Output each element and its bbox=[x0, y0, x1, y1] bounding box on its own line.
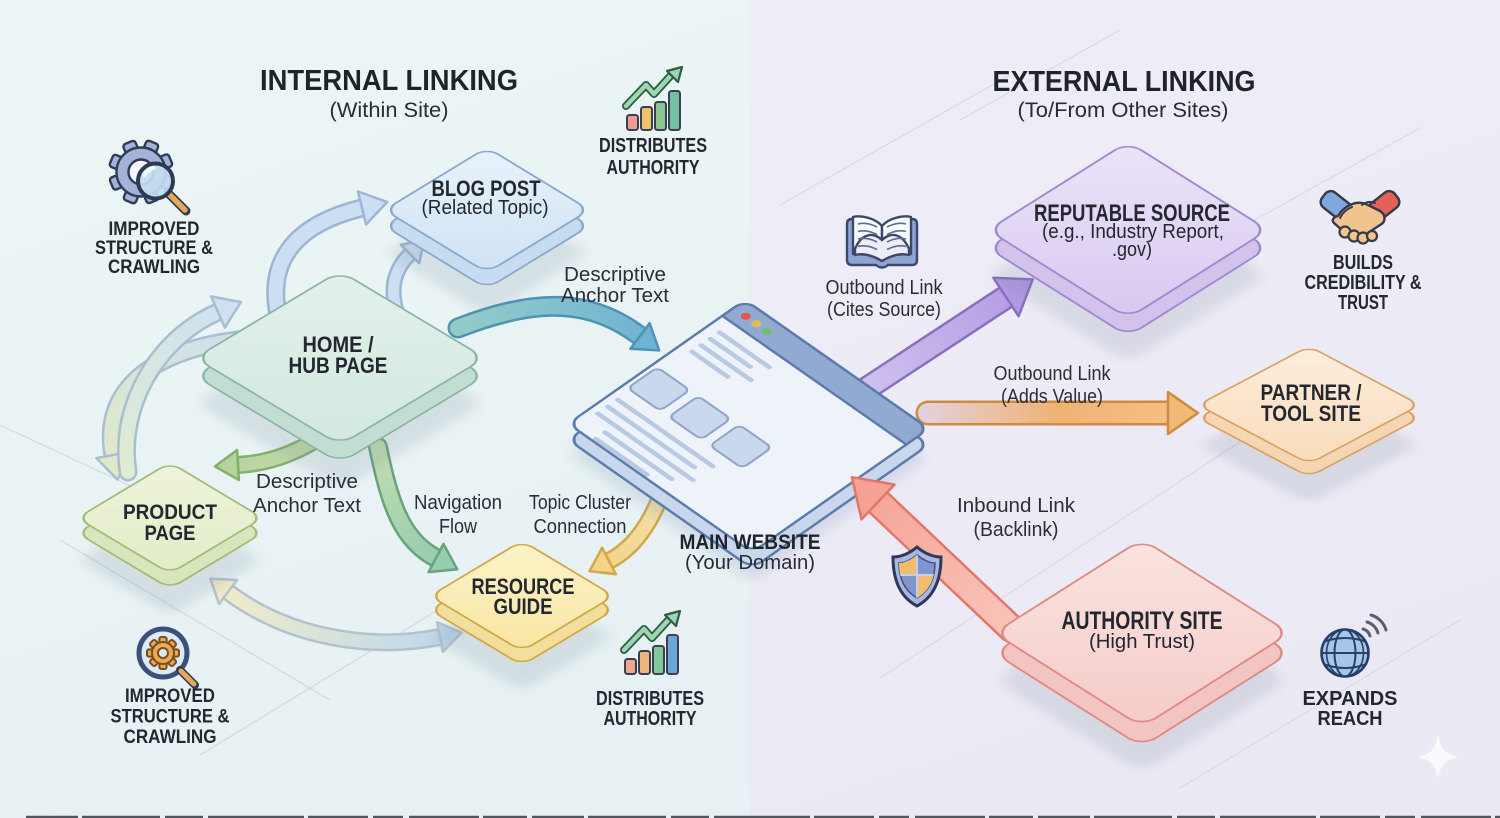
svg-text:Outbound Link: Outbound Link bbox=[994, 363, 1112, 385]
svg-text:AUTHORITY SITE: AUTHORITY SITE bbox=[1062, 607, 1223, 635]
svg-text:(To/From Other Sites): (To/From Other Sites) bbox=[1018, 99, 1229, 122]
svg-text:STRUCTURE &: STRUCTURE & bbox=[111, 707, 230, 728]
svg-text:Inbound Link: Inbound Link bbox=[957, 495, 1076, 517]
svg-text:AUTHORITY: AUTHORITY bbox=[607, 157, 701, 179]
svg-text:PAGE: PAGE bbox=[145, 522, 196, 545]
svg-text:IMPROVED: IMPROVED bbox=[125, 686, 215, 707]
svg-text:(Your Domain): (Your Domain) bbox=[685, 552, 815, 574]
svg-text:(High Trust): (High Trust) bbox=[1089, 631, 1195, 653]
svg-text:(Adds Value): (Adds Value) bbox=[1001, 386, 1103, 408]
svg-text:INTERNAL LINKING: INTERNAL LINKING bbox=[260, 65, 518, 97]
svg-text:Descriptive: Descriptive bbox=[564, 264, 666, 286]
svg-text:BLOG POST: BLOG POST bbox=[432, 176, 541, 201]
svg-text:Topic Cluster: Topic Cluster bbox=[529, 492, 631, 514]
svg-text:GUIDE: GUIDE bbox=[494, 594, 553, 619]
svg-text:TRUST: TRUST bbox=[1338, 292, 1388, 314]
svg-text:Outbound Link: Outbound Link bbox=[826, 277, 944, 299]
svg-text:(Related Topic): (Related Topic) bbox=[422, 197, 549, 219]
svg-text:Anchor Text: Anchor Text bbox=[253, 495, 361, 517]
svg-text:TOOL SITE: TOOL SITE bbox=[1261, 401, 1361, 426]
svg-text:(Within Site): (Within Site) bbox=[330, 99, 449, 122]
svg-text:EXPANDS: EXPANDS bbox=[1303, 688, 1398, 710]
svg-text:PRODUCT: PRODUCT bbox=[123, 501, 217, 524]
svg-text:CREDIBILITY &: CREDIBILITY & bbox=[1305, 272, 1422, 294]
svg-text:REACH: REACH bbox=[1318, 708, 1383, 730]
svg-text:AUTHORITY: AUTHORITY bbox=[604, 708, 698, 730]
svg-text:Navigation: Navigation bbox=[414, 492, 502, 514]
svg-text:EXTERNAL LINKING: EXTERNAL LINKING bbox=[993, 66, 1256, 98]
svg-text:Connection: Connection bbox=[534, 516, 627, 538]
svg-text:(Backlink): (Backlink) bbox=[974, 519, 1059, 541]
svg-text:HUB PAGE: HUB PAGE bbox=[289, 353, 388, 378]
svg-text:CRAWLING: CRAWLING bbox=[124, 727, 217, 748]
svg-text:DISTRIBUTES: DISTRIBUTES bbox=[599, 135, 707, 157]
svg-text:(Cites Source): (Cites Source) bbox=[827, 299, 941, 321]
svg-text:Flow: Flow bbox=[439, 516, 477, 538]
svg-text:STRUCTURE &: STRUCTURE & bbox=[95, 238, 213, 259]
svg-text:BUILDS: BUILDS bbox=[1333, 252, 1393, 274]
svg-text:RESOURCE: RESOURCE bbox=[472, 574, 575, 599]
svg-text:PARTNER /: PARTNER / bbox=[1261, 380, 1362, 405]
svg-text:(e.g., Industry Report,: (e.g., Industry Report, bbox=[1042, 221, 1224, 243]
svg-text:CRAWLING: CRAWLING bbox=[108, 257, 200, 278]
svg-text:Descriptive: Descriptive bbox=[256, 471, 358, 493]
svg-text:IMPROVED: IMPROVED bbox=[109, 219, 200, 240]
svg-text:MAIN WEBSITE: MAIN WEBSITE bbox=[680, 531, 821, 554]
svg-text:DISTRIBUTES: DISTRIBUTES bbox=[596, 688, 704, 710]
svg-text:.gov): .gov) bbox=[1112, 239, 1152, 261]
svg-text:HOME /: HOME / bbox=[303, 332, 374, 357]
svg-text:REPUTABLE SOURCE: REPUTABLE SOURCE bbox=[1034, 200, 1230, 227]
svg-text:Anchor Text: Anchor Text bbox=[561, 285, 669, 307]
